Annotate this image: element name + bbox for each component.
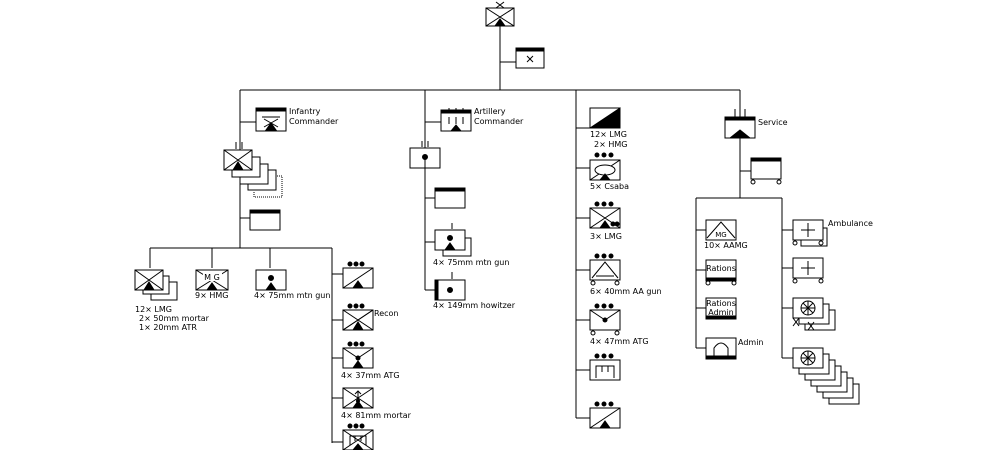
admin-unit: Admin (705, 337, 764, 360)
vet-unit-stack (792, 297, 836, 331)
csaba-label: 5× Csaba (590, 182, 629, 191)
center-engineer-unit (589, 353, 621, 381)
center-atg-label: 4× 47mm ATG (590, 337, 649, 346)
artillery-regiment (409, 141, 441, 169)
rations-admin-unit: Rations Admin (705, 297, 737, 320)
service-transport-hq (750, 157, 782, 185)
division-hq (515, 47, 545, 69)
rifle-equip-2: 2× 50mm mortar (139, 314, 210, 323)
art-mtn-gun-label: 4× 75mm mtn gun (433, 258, 509, 267)
artillery-commander-hq: Artillery Commander (440, 107, 524, 132)
mg-symbol-label: M G (204, 273, 220, 282)
mtn-gun-battalion (434, 223, 472, 257)
aamg-label: 10× AAMG (704, 241, 748, 250)
division-unit (485, 1, 515, 27)
inf-mortar-label: 4× 81mm mortar (341, 411, 412, 420)
rations-label: Rations (706, 264, 736, 273)
center-atg-unit (589, 303, 621, 336)
artillery-commander-label: Artillery (474, 107, 506, 116)
aa-unit (589, 253, 621, 286)
recon-column-unit-1 (342, 261, 374, 289)
rations-unit: Rations (705, 259, 737, 286)
infantry-gun-company (255, 269, 287, 291)
aamg-symbol: MG (715, 231, 726, 239)
rifle-equip-3: 1× 20mm ATR (139, 323, 197, 332)
artillery-commander-sub-label: Commander (474, 117, 524, 126)
mortar-unit (342, 387, 374, 409)
infantry-commander-sub-label: Commander (289, 117, 339, 126)
armor-equip-2: 2× HMG (594, 140, 627, 149)
service-hq: Service (724, 109, 788, 139)
artillery-hq (434, 187, 466, 209)
center-bottom-unit (589, 401, 621, 429)
art-howitzer-label: 4× 149mm howitzer (433, 301, 516, 310)
infantry-regiment-stack (223, 142, 283, 198)
inf-atg-label: 4× 37mm ATG (341, 371, 400, 380)
infantry-commander-hq: Infantry Commander (255, 107, 339, 132)
inf-gun-label: 4× 75mm mtn gun (254, 291, 330, 300)
csaba-unit (589, 152, 621, 181)
mg-company: M G (195, 269, 229, 291)
atg-unit (342, 341, 374, 369)
engineer-unit (342, 423, 374, 450)
mg-company-label: 9× HMG (195, 291, 228, 300)
service-label: Service (758, 118, 788, 127)
aamg-unit: MG (705, 219, 737, 241)
center-lmg-label: 3× LMG (590, 232, 622, 241)
armor-unit (588, 107, 621, 129)
connector-lines (149, 26, 793, 443)
aa-label: 6× 40mm AA gun (590, 287, 662, 296)
supply-column-stack (792, 347, 860, 405)
center-lmg-unit (589, 201, 621, 229)
admin-label: Admin (738, 338, 764, 347)
rations-admin-label-1: Rations (706, 299, 736, 308)
infantry-regiment-hq (249, 209, 281, 231)
ambulance-label: Ambulance (828, 219, 873, 228)
rifle-companies (134, 269, 178, 301)
recon-unit: Recon (342, 303, 398, 331)
ambulance-unit: Ambulance (792, 219, 873, 247)
howitzer-battalion (434, 272, 466, 301)
recon-label: Recon (374, 309, 398, 318)
rifle-equip-1: 12× LMG (135, 305, 172, 314)
medical-unit (792, 257, 824, 284)
armor-equip-1: 12× LMG (590, 130, 627, 139)
infantry-commander-label: Infantry (289, 107, 321, 116)
rations-admin-label-2: Admin (708, 308, 734, 317)
